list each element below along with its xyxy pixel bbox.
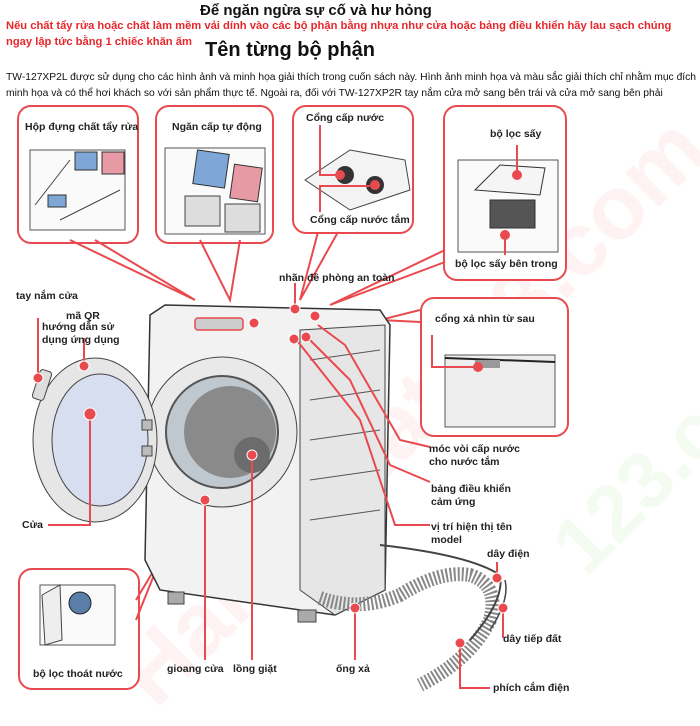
label-door: Cửa: [22, 519, 44, 531]
leader-door: [48, 415, 91, 526]
pointer-dispenser: [199, 239, 241, 304]
label-safety-label: nhãn đề phòng an toàn: [279, 272, 395, 284]
label-power-plug: phích cắm điện: [493, 682, 570, 694]
label-drain-hose: ống xả: [336, 663, 370, 675]
leader-power-plug: [459, 643, 490, 689]
drain-filter-illustration: [39, 584, 116, 646]
label-app-guide: hướng dẫn sử dụng ứng dụng: [42, 321, 120, 346]
leader-bath-hose-hook: [317, 324, 431, 448]
label-model-position: vị trí hiện thị tên model: [431, 521, 513, 546]
label-inner-dryer-filter: bộ lọc sấy bên trong: [455, 258, 558, 270]
water-inlet-illustration: [304, 125, 411, 212]
warning-text: Nếu chất tẩy rửa hoặc chất làm mềm vải d…: [6, 20, 672, 48]
label-door-gasket: gioang cửa: [167, 663, 224, 675]
label-bath-water-inlet: Cổng cấp nước tắm: [310, 214, 410, 226]
label-drain-filter: bộ lọc thoát nước: [33, 668, 123, 680]
dryer-filter-illustration: [457, 145, 559, 255]
label-bath-hose-hook: móc vòi cấp nước cho nước tắm: [429, 443, 520, 468]
rear-exhaust-illustration: [431, 335, 556, 428]
label-ground-wire: dây tiếp đất: [503, 633, 562, 645]
label-detergent-box: Hộp đựng chất tẩy rửa: [25, 121, 139, 133]
pointer-water-inlet: [299, 231, 339, 301]
detergent-box-illustration: [29, 149, 126, 231]
pointer-detergent: [69, 239, 196, 301]
label-touch-panel: bảng điều khiển cảm ứng: [431, 483, 511, 508]
leader-model-position: [294, 337, 430, 526]
label-power-cord: dây điện: [487, 548, 530, 560]
label-drum: lồng giặt: [233, 663, 277, 675]
label-qr-code: mã QR: [66, 310, 100, 322]
auto-dispenser-illustration: [164, 147, 266, 235]
label-water-inlet: Cổng cấp nước: [306, 112, 385, 124]
label-door-handle: tay nắm cửa: [16, 290, 78, 302]
washing-machine-illustration: [31, 304, 507, 692]
intro-paragraph: TW-127XP2L được sử dụng cho các hình ảnh…: [6, 72, 697, 99]
label-rear-exhaust: cổng xả nhìn từ sau: [435, 313, 535, 325]
section-title: Tên từng bộ phận: [205, 39, 376, 61]
label-dryer-filter: bộ lọc sấy: [490, 128, 542, 140]
leader-touch-panel: [304, 334, 431, 483]
pointer-dryer-filter: [329, 249, 446, 306]
page-heading: Để ngăn ngừa sự cố và hư hỏng: [200, 2, 432, 19]
label-dots: [32, 303, 509, 649]
label-auto-dispenser: Ngăn cấp tự động: [172, 121, 262, 133]
